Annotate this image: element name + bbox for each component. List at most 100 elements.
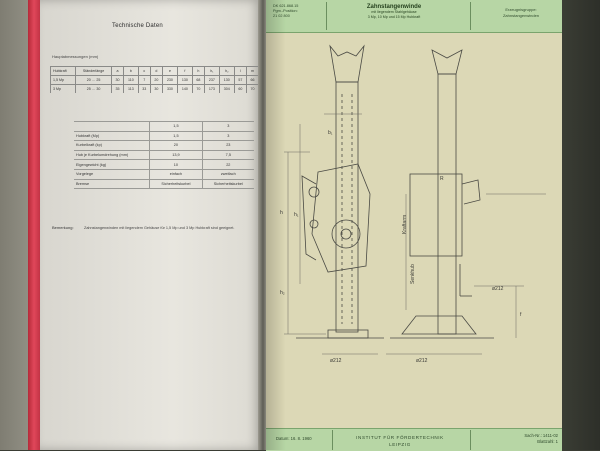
front-view <box>296 44 384 339</box>
label-left-base: ø212 <box>330 358 342 364</box>
gear-housing <box>311 163 371 273</box>
institute-line: INSTITUT FÜR FÖRDERTECHNIK <box>356 435 444 440</box>
crank-pin <box>308 186 320 198</box>
header-title-block: Zahnstangenwinde mit liegendem Stahlgehä… <box>330 4 458 20</box>
table-cell: Sicherheitskurbel <box>149 179 203 190</box>
table-cell: h₁ <box>203 66 220 76</box>
table-row: Vorgelege einfach zweifach <box>74 169 254 180</box>
table-cell: 237 <box>203 75 220 85</box>
table-cell: zweifach <box>201 169 254 180</box>
sheet-number-line: Blattzahl: 1 <box>537 439 558 444</box>
dimensions-table: Hubkraft Ständerlänge a b c d e f h h₁ h… <box>49 66 258 93</box>
properties-table: 1,5 3 Hubkraft (Mp) 1,5 3 Kurbelkraft (k… <box>74 121 254 190</box>
label-f: f <box>520 312 522 318</box>
table-cell: 1,5 Mp <box>49 75 76 85</box>
footer-institute: INSTITUT FÜR FÖRDERTECHNIK LEIPZIG <box>340 434 460 448</box>
table-cell: 25 … 30 <box>75 84 112 93</box>
base-side <box>401 315 477 335</box>
table-cell: 304 <box>218 84 235 93</box>
sheet-subtitle-line: 3 Mp, 10 Mp und 15 Mp Hubkraft <box>367 15 421 19</box>
table-cell: Eigengewicht (kg) <box>74 159 150 170</box>
label-right-base: ø212 <box>416 358 428 364</box>
table-cell: a <box>110 66 124 76</box>
header-right-line: Erzeugnisgruppe: <box>505 7 537 12</box>
table-cell: c <box>137 66 151 76</box>
table-row: Bremse Sicherheitskurbel Sicherheitskurb… <box>74 179 254 190</box>
table-cell: 7 <box>137 75 151 85</box>
right-page <box>266 0 566 450</box>
table-cell: 70 <box>245 84 258 93</box>
side-dimensions <box>386 193 546 355</box>
page-title: Technische Daten <box>112 23 163 29</box>
sheet-subtitle-line: mit liegendem Stahlgehäuse <box>371 10 417 14</box>
jack-technical-drawing: b₁ h h₁ h₂ Kraftarm Senkhub R ø212 ø212 … <box>280 44 546 364</box>
sheet-footer <box>266 428 562 451</box>
table-cell: h <box>191 66 205 76</box>
gear-hub <box>340 228 352 240</box>
table-cell: 140 <box>176 84 193 93</box>
claw-head-side <box>431 49 463 75</box>
table-cell: 13,9 <box>149 150 203 161</box>
table-row: Hub je Kurbelumdrehung (mm) 13,9 7,5 <box>74 150 254 161</box>
label-senkhub: Senkhub <box>410 264 416 284</box>
dimensions-subtitle: Hauptabmessungen (mm) <box>52 54 99 59</box>
table-cell: m <box>245 66 258 76</box>
table-header-row: 1,5 3 <box>74 121 254 132</box>
table-cell: 23 <box>201 140 254 151</box>
label-side-dim: ø212 <box>492 286 504 292</box>
sheet-number-line: Sach-Nr.: 1411-02 <box>524 433 558 438</box>
footer-divider <box>332 430 333 450</box>
label-kraftarm: Kraftarm <box>402 215 408 234</box>
table-row: 3 Mp 25 … 30 35 113 33 30 330 140 70 173… <box>49 84 258 93</box>
brake-pawl <box>309 219 319 229</box>
label-b1: b₁ <box>328 130 333 136</box>
header-product-group: Erzeugnisgruppe: Zahnstangenwinden <box>486 7 556 19</box>
footer-date: Datum: 16. 8. 1960 <box>276 436 312 441</box>
table-cell: 68 <box>191 75 205 85</box>
label-r: R <box>440 176 444 182</box>
header-right-line: Zahnstangenwinden <box>502 13 540 18</box>
table-cell <box>74 121 150 132</box>
table-cell: b <box>123 66 139 76</box>
table-cell: 3 Mp <box>49 84 76 93</box>
table-cell: 22 <box>201 159 254 170</box>
table-cell: 20 <box>149 75 163 85</box>
table-cell: 70 <box>191 84 205 93</box>
label-h: h <box>280 210 283 216</box>
sheet-header <box>266 0 562 33</box>
table-cell: d <box>149 66 163 76</box>
table-cell: einfach <box>149 169 203 180</box>
table-cell: h₂ <box>218 66 235 76</box>
table-cell: Kurbelkraft (kp) <box>74 140 150 151</box>
table-cell: 7,5 <box>201 150 254 161</box>
table-cell: Sicherheitskurbel <box>201 179 254 190</box>
book-edge <box>562 0 600 450</box>
header-classification: DK 621.868.15 Pgm.-Position: 21 02 800 <box>273 4 298 19</box>
label-h1: h₁ <box>294 212 299 218</box>
table-cell: 173 <box>203 84 220 93</box>
table-cell: f <box>176 66 193 76</box>
drawing-labels: b₁ h h₁ h₂ Kraftarm Senkhub R ø212 ø212 … <box>280 130 522 364</box>
table-cell: Hubkraft (Mp) <box>74 131 150 142</box>
table-row: Eigengewicht (kg) 10 22 <box>74 159 254 170</box>
table-cell: 10 <box>149 159 203 170</box>
table-cell: 30 <box>149 84 163 93</box>
remark-text: Zahnstangenwinden mit liegendem Gehäuse … <box>84 226 235 230</box>
table-cell: 130 <box>176 75 193 85</box>
gear-housing-side <box>409 173 463 257</box>
table-cell: l <box>233 66 247 76</box>
red-folder-binding <box>28 0 40 450</box>
table-cell: 35 <box>110 84 124 93</box>
table-cell: 20 <box>149 140 203 151</box>
table-cell: Hubkraft <box>49 66 76 76</box>
table-cell: 1,5 <box>149 131 203 142</box>
rack-column <box>335 81 359 333</box>
table-cell: e <box>162 66 178 76</box>
table-cell: Hub je Kurbelumdrehung (mm) <box>74 150 150 161</box>
rack-column-side <box>437 73 457 335</box>
table-cell: 230 <box>162 75 178 85</box>
table-cell: Vorgelege <box>74 169 150 180</box>
table-header-row: Hubkraft Ständerlänge a b c d e f h h₁ h… <box>49 66 258 76</box>
table-row: Kurbelkraft (kp) 20 23 <box>74 140 254 151</box>
table-cell: 30 <box>110 75 124 85</box>
